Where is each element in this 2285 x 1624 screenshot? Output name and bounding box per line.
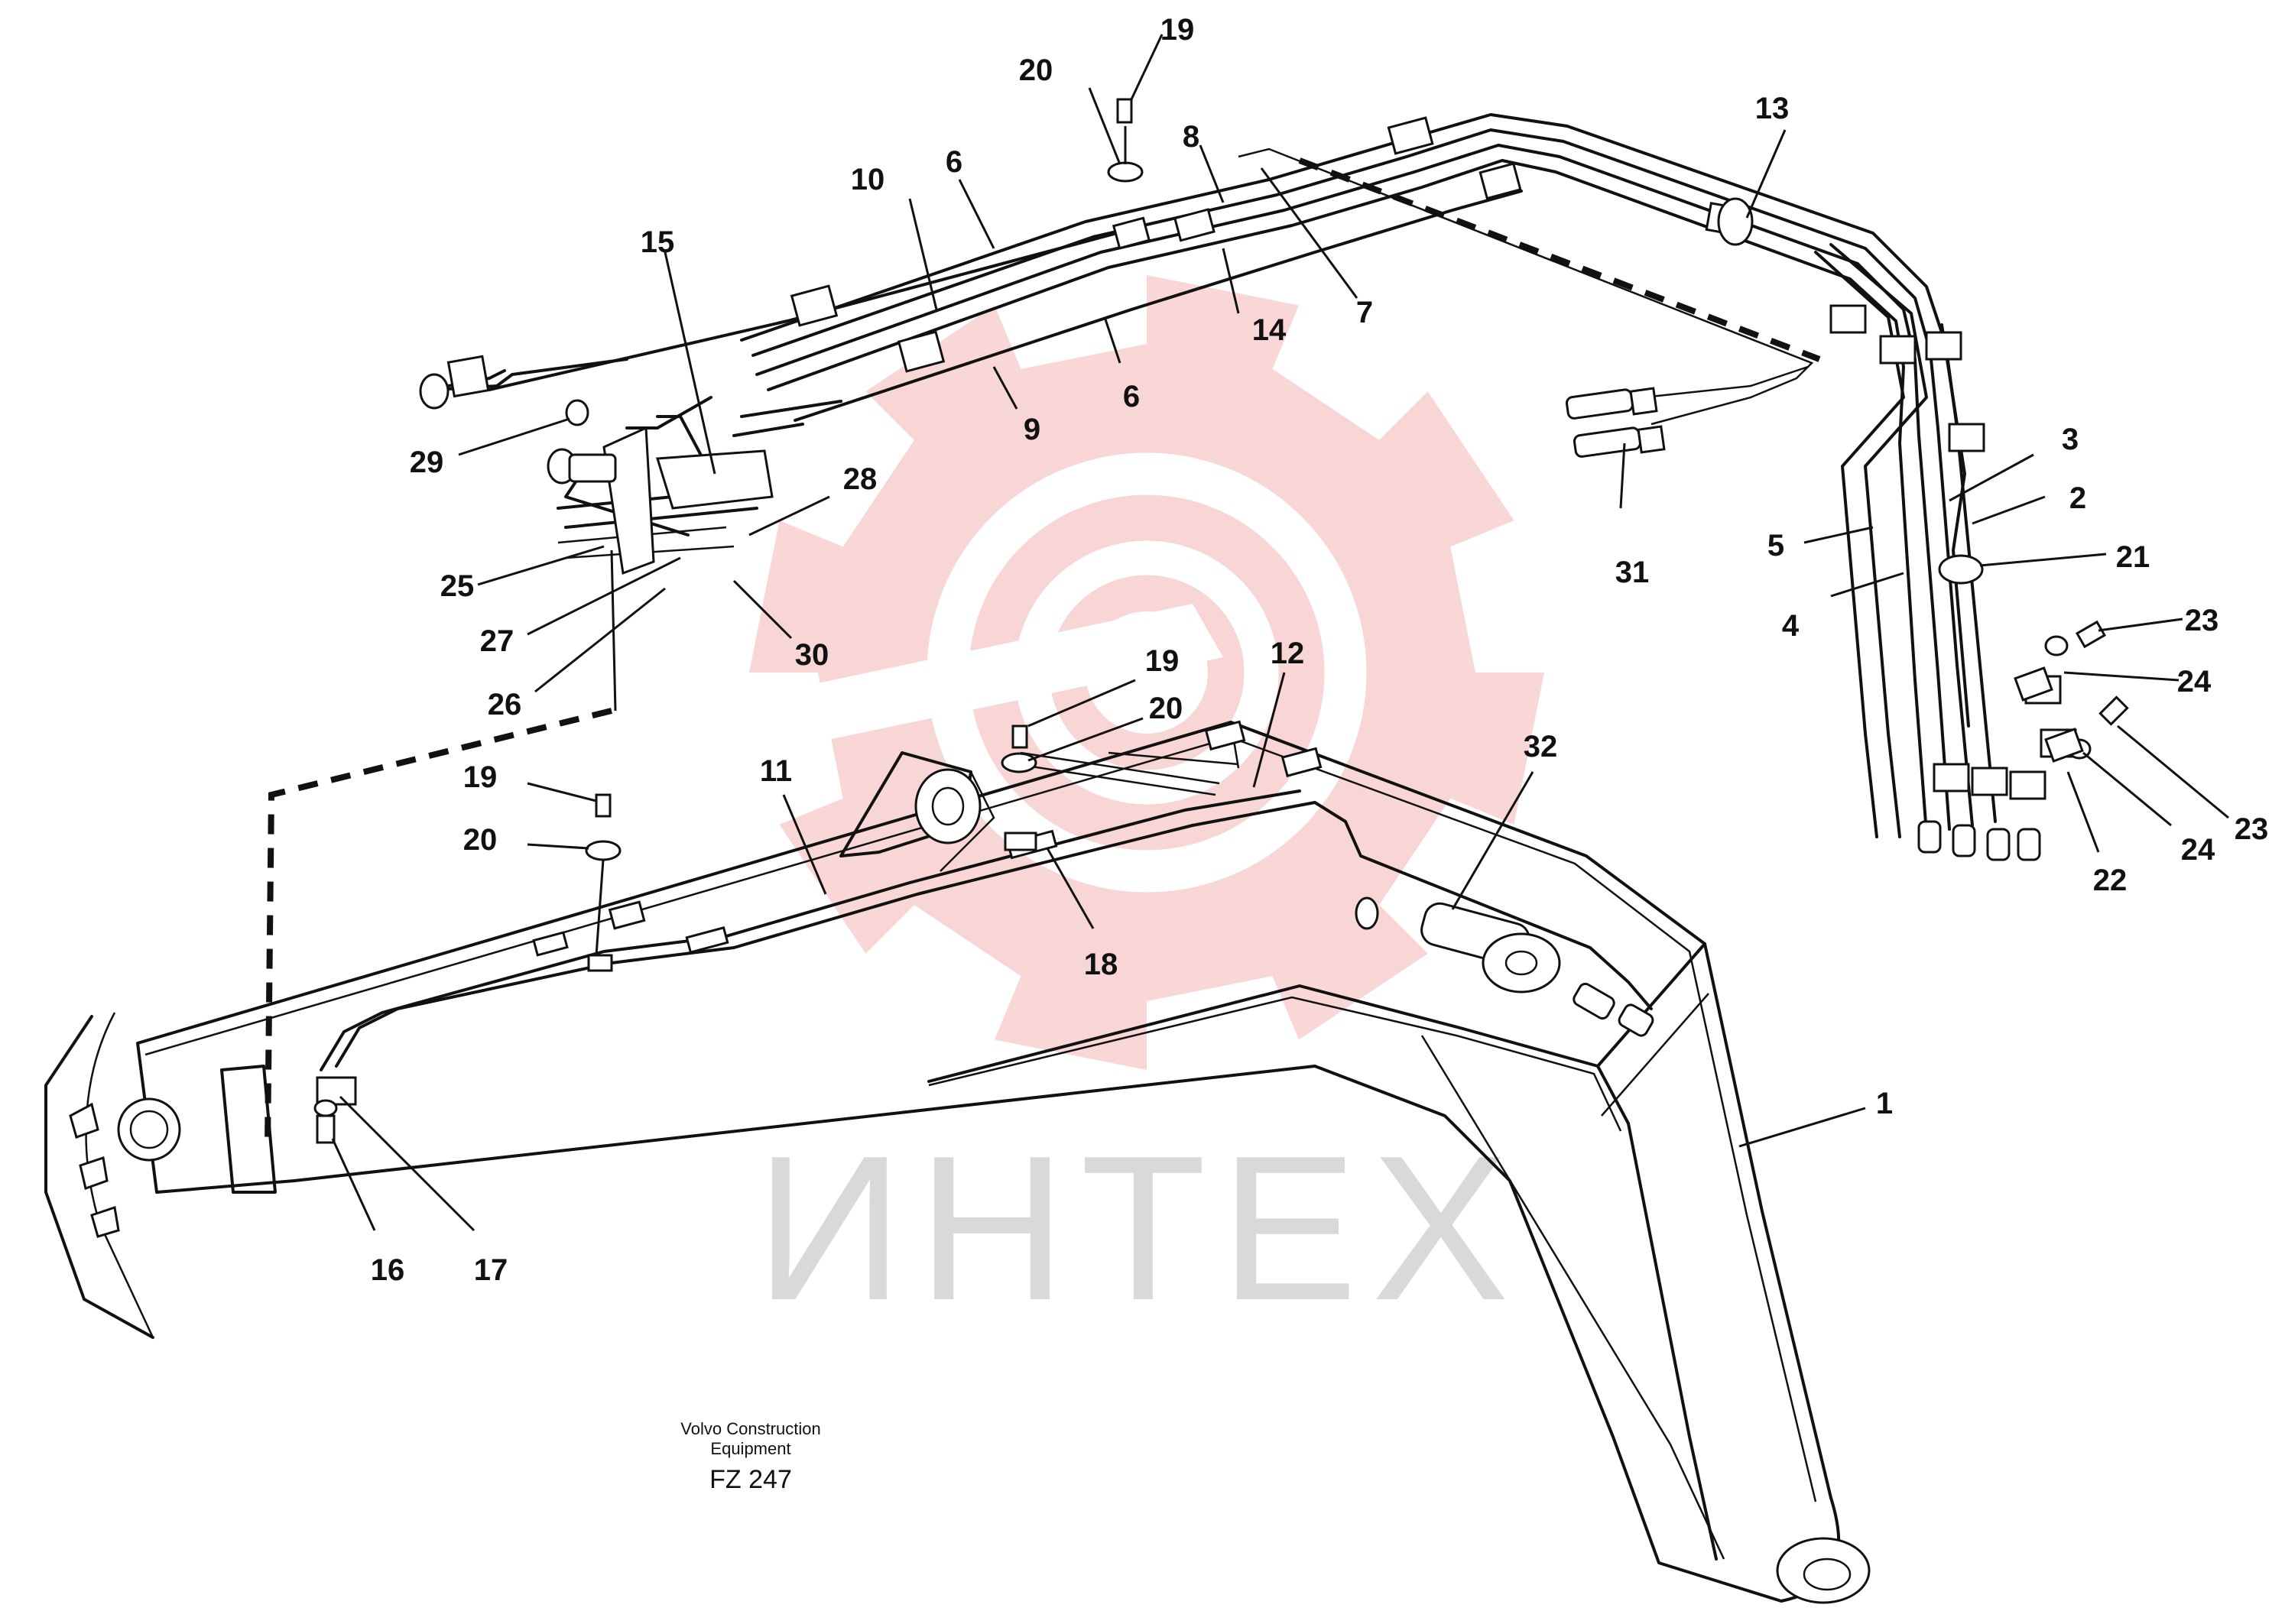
callout-10: 10 <box>851 163 885 196</box>
callout-25: 25 <box>440 569 475 603</box>
callout-16: 16 <box>371 1253 405 1287</box>
callout-27: 27 <box>480 624 514 658</box>
callout-3: 3 <box>2062 423 2079 456</box>
callout-4: 4 <box>1782 609 1800 643</box>
callout-20: 20 <box>1149 692 1183 725</box>
callout-20: 20 <box>1019 53 1053 87</box>
hose-fittings <box>1565 387 1666 458</box>
callout-1: 1 <box>1876 1087 1893 1120</box>
callout-32: 32 <box>1524 730 1558 763</box>
callout-21: 21 <box>2116 540 2150 574</box>
callout-2: 2 <box>2069 481 2086 515</box>
callout-29: 29 <box>410 446 444 479</box>
callout-13: 13 <box>1755 92 1790 125</box>
callout-11: 11 <box>760 754 792 788</box>
diagram-caption: Volvo Construction Equipment FZ 247 <box>680 1419 820 1494</box>
callout-5: 5 <box>1767 529 1784 562</box>
callout-18: 18 <box>1084 948 1118 981</box>
callout-23: 23 <box>2185 604 2219 637</box>
callout-31: 31 <box>1615 556 1650 589</box>
caption-equipment: Equipment <box>710 1439 790 1458</box>
callout-19: 19 <box>1160 13 1195 47</box>
caption-code: FZ 247 <box>709 1465 792 1494</box>
upper-hydraulic-lines <box>265 113 2077 1147</box>
callout-leaders <box>331 34 2229 1232</box>
callout-24: 24 <box>2177 665 2212 699</box>
pipe-clamps <box>790 116 2077 800</box>
boom-structure <box>44 721 1871 1604</box>
boom-lines <box>313 720 1654 1144</box>
callout-20: 20 <box>463 823 498 857</box>
callout-labels: 19 20 8 13 10 6 15 14 7 6 9 29 28 3 2 5 … <box>371 13 2269 1287</box>
callout-17: 17 <box>474 1253 508 1287</box>
pipe-end-fittings <box>1917 820 2041 861</box>
callout-24: 24 <box>2181 833 2215 867</box>
callout-30: 30 <box>795 638 829 672</box>
callout-9: 9 <box>1024 413 1040 446</box>
right-clamp-hardware <box>1107 98 2129 763</box>
dashed-connection <box>1298 157 1821 362</box>
left-fittings <box>419 355 617 485</box>
callout-19: 19 <box>463 760 498 794</box>
callout-7: 7 <box>1356 296 1373 329</box>
callout-8: 8 <box>1183 120 1199 154</box>
callout-19: 19 <box>1145 644 1180 678</box>
caption-company: Volvo Construction <box>680 1419 820 1438</box>
callout-15: 15 <box>641 225 675 259</box>
callout-14: 14 <box>1252 313 1287 347</box>
callout-6: 6 <box>946 145 962 179</box>
callout-28: 28 <box>843 462 878 496</box>
callout-12: 12 <box>1271 637 1305 670</box>
callout-22: 22 <box>2093 864 2128 897</box>
watermark-text: ИНТЕХ <box>755 1113 1523 1344</box>
callout-6: 6 <box>1123 380 1140 413</box>
callout-23: 23 <box>2235 812 2269 846</box>
callout-26: 26 <box>488 688 522 721</box>
